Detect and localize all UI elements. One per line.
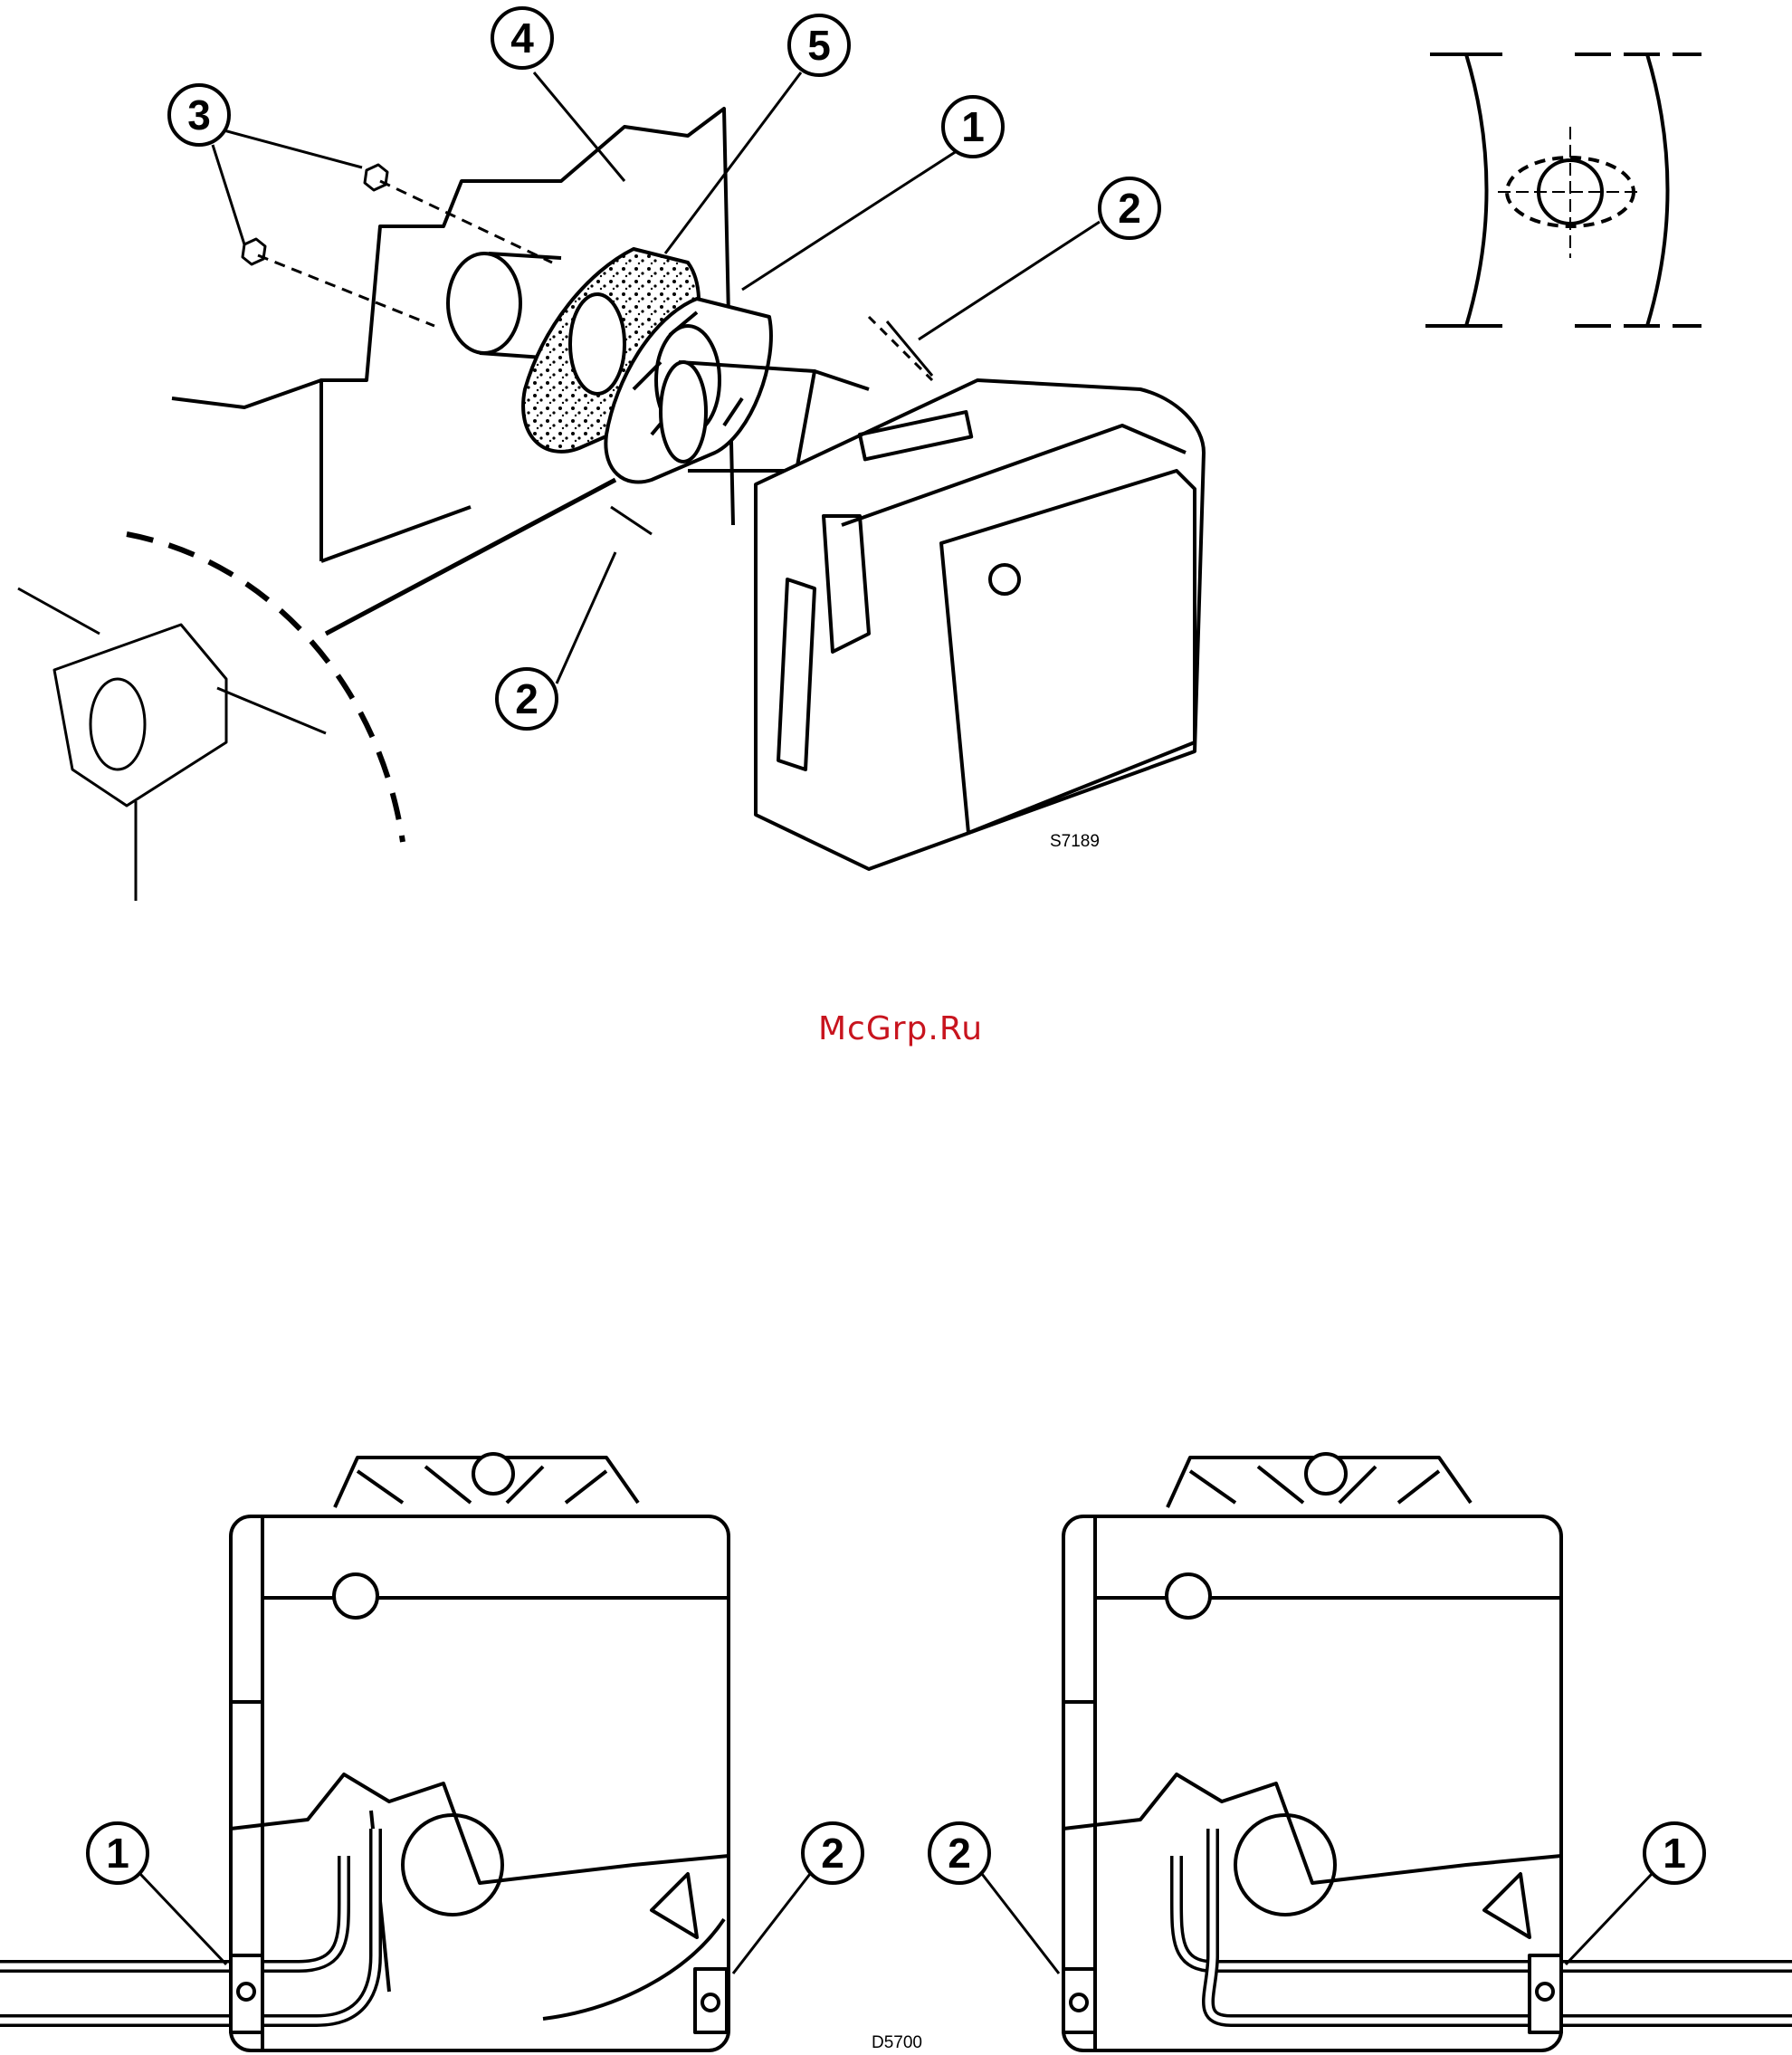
- callout-4: 4: [492, 8, 552, 68]
- bottom-left-burner: [0, 1454, 729, 2050]
- svg-text:1: 1: [106, 1830, 129, 1877]
- callout-3: 3: [169, 85, 229, 145]
- bottom-right-burner: [1063, 1454, 1792, 2050]
- svg-text:2: 2: [1118, 185, 1141, 232]
- callout-2-lower: 2: [497, 669, 557, 729]
- callout-5: 5: [789, 15, 849, 75]
- hole-detail: [1425, 54, 1701, 326]
- drawing-code-top: S7189: [1050, 832, 1100, 851]
- svg-text:4: 4: [510, 14, 534, 62]
- svg-text:1: 1: [961, 103, 985, 150]
- callout-2-upper: 2: [1100, 178, 1159, 238]
- svg-text:2: 2: [821, 1830, 844, 1877]
- boiler-opening: [448, 253, 520, 353]
- svg-text:3: 3: [187, 91, 211, 139]
- flange-detail-view: [18, 588, 326, 901]
- reset-button-hole: [1167, 1574, 1210, 1618]
- svg-text:5: 5: [807, 22, 831, 69]
- callout-left-2: 2: [803, 1823, 863, 1883]
- top-exploded-view: [18, 54, 1701, 901]
- burner-body: [756, 380, 1204, 869]
- svg-text:1: 1: [1663, 1830, 1686, 1877]
- callout-right-2: 2: [929, 1823, 989, 1883]
- watermark: McGrp.Ru: [818, 1010, 983, 1047]
- callout-right-1: 1: [1644, 1823, 1704, 1883]
- callout-left-1: 1: [88, 1823, 148, 1883]
- svg-text:2: 2: [515, 675, 539, 722]
- drawing-code-bottom: D5700: [872, 2033, 922, 2052]
- reset-button-hole: [334, 1574, 377, 1618]
- svg-text:2: 2: [948, 1830, 971, 1877]
- nuts: [243, 165, 552, 326]
- callout-1: 1: [943, 97, 1003, 157]
